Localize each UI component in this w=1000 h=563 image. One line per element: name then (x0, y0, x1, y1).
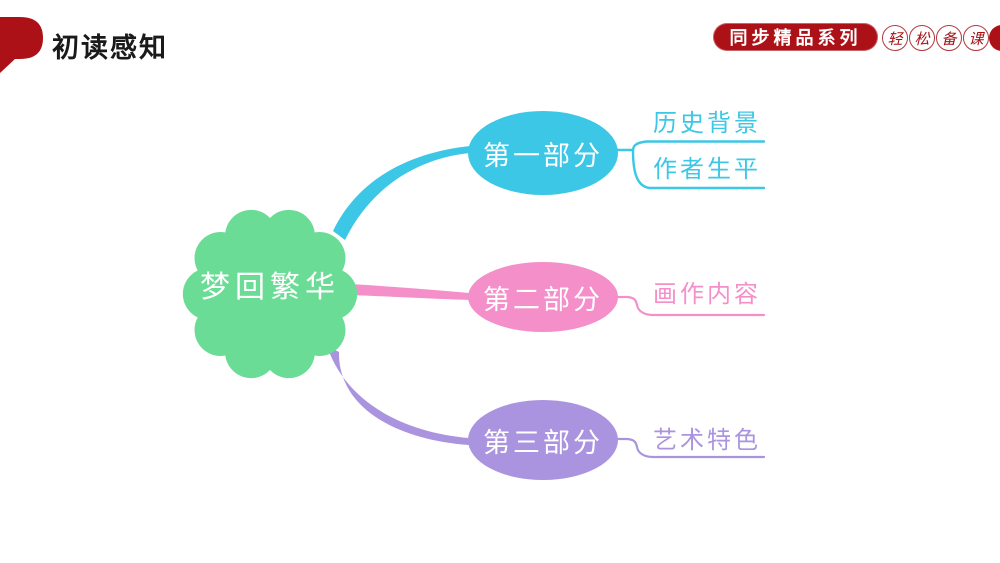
stamp-char-3: 备 (936, 25, 962, 51)
leaf-history-background: 历史背景 (653, 111, 761, 137)
leaf-author-life: 作者生平 (653, 157, 761, 183)
node-part-3-label: 第三部分 (483, 427, 603, 458)
branch-curve-1 (333, 146, 470, 240)
corner-ribbon-shape (0, 17, 43, 73)
branch-curve-2 (350, 284, 470, 300)
node-part-3: 第三部分 (468, 400, 618, 480)
stamp-char-2: 松 (909, 25, 935, 51)
leaf-artistic-features: 艺术特色 (653, 428, 761, 454)
leaf-painting-content: 画作内容 (653, 282, 761, 308)
page-title: 初读感知 (52, 33, 168, 63)
node-part-1: 第一部分 (468, 111, 618, 195)
stamp-char-1: 轻 (882, 25, 908, 51)
root-flower-shape (182, 209, 358, 379)
node-part-1-label: 第一部分 (483, 140, 603, 171)
fork-arm-2 (615, 295, 766, 317)
branch-curve-3 (327, 346, 469, 445)
root-node-label: 梦回繁华 (200, 271, 340, 304)
series-badge: 同步精品系列 (713, 23, 878, 51)
fork-branch-1 (615, 140, 766, 190)
edge-red-dot (989, 25, 1000, 51)
fork-arm-3 (615, 437, 766, 459)
fork-arms-1 (631, 140, 766, 190)
stamp-char-4: 课 (963, 25, 989, 51)
node-part-2: 第二部分 (468, 262, 618, 332)
node-part-2-label: 第二部分 (483, 284, 603, 315)
corner-ribbon (0, 17, 43, 73)
